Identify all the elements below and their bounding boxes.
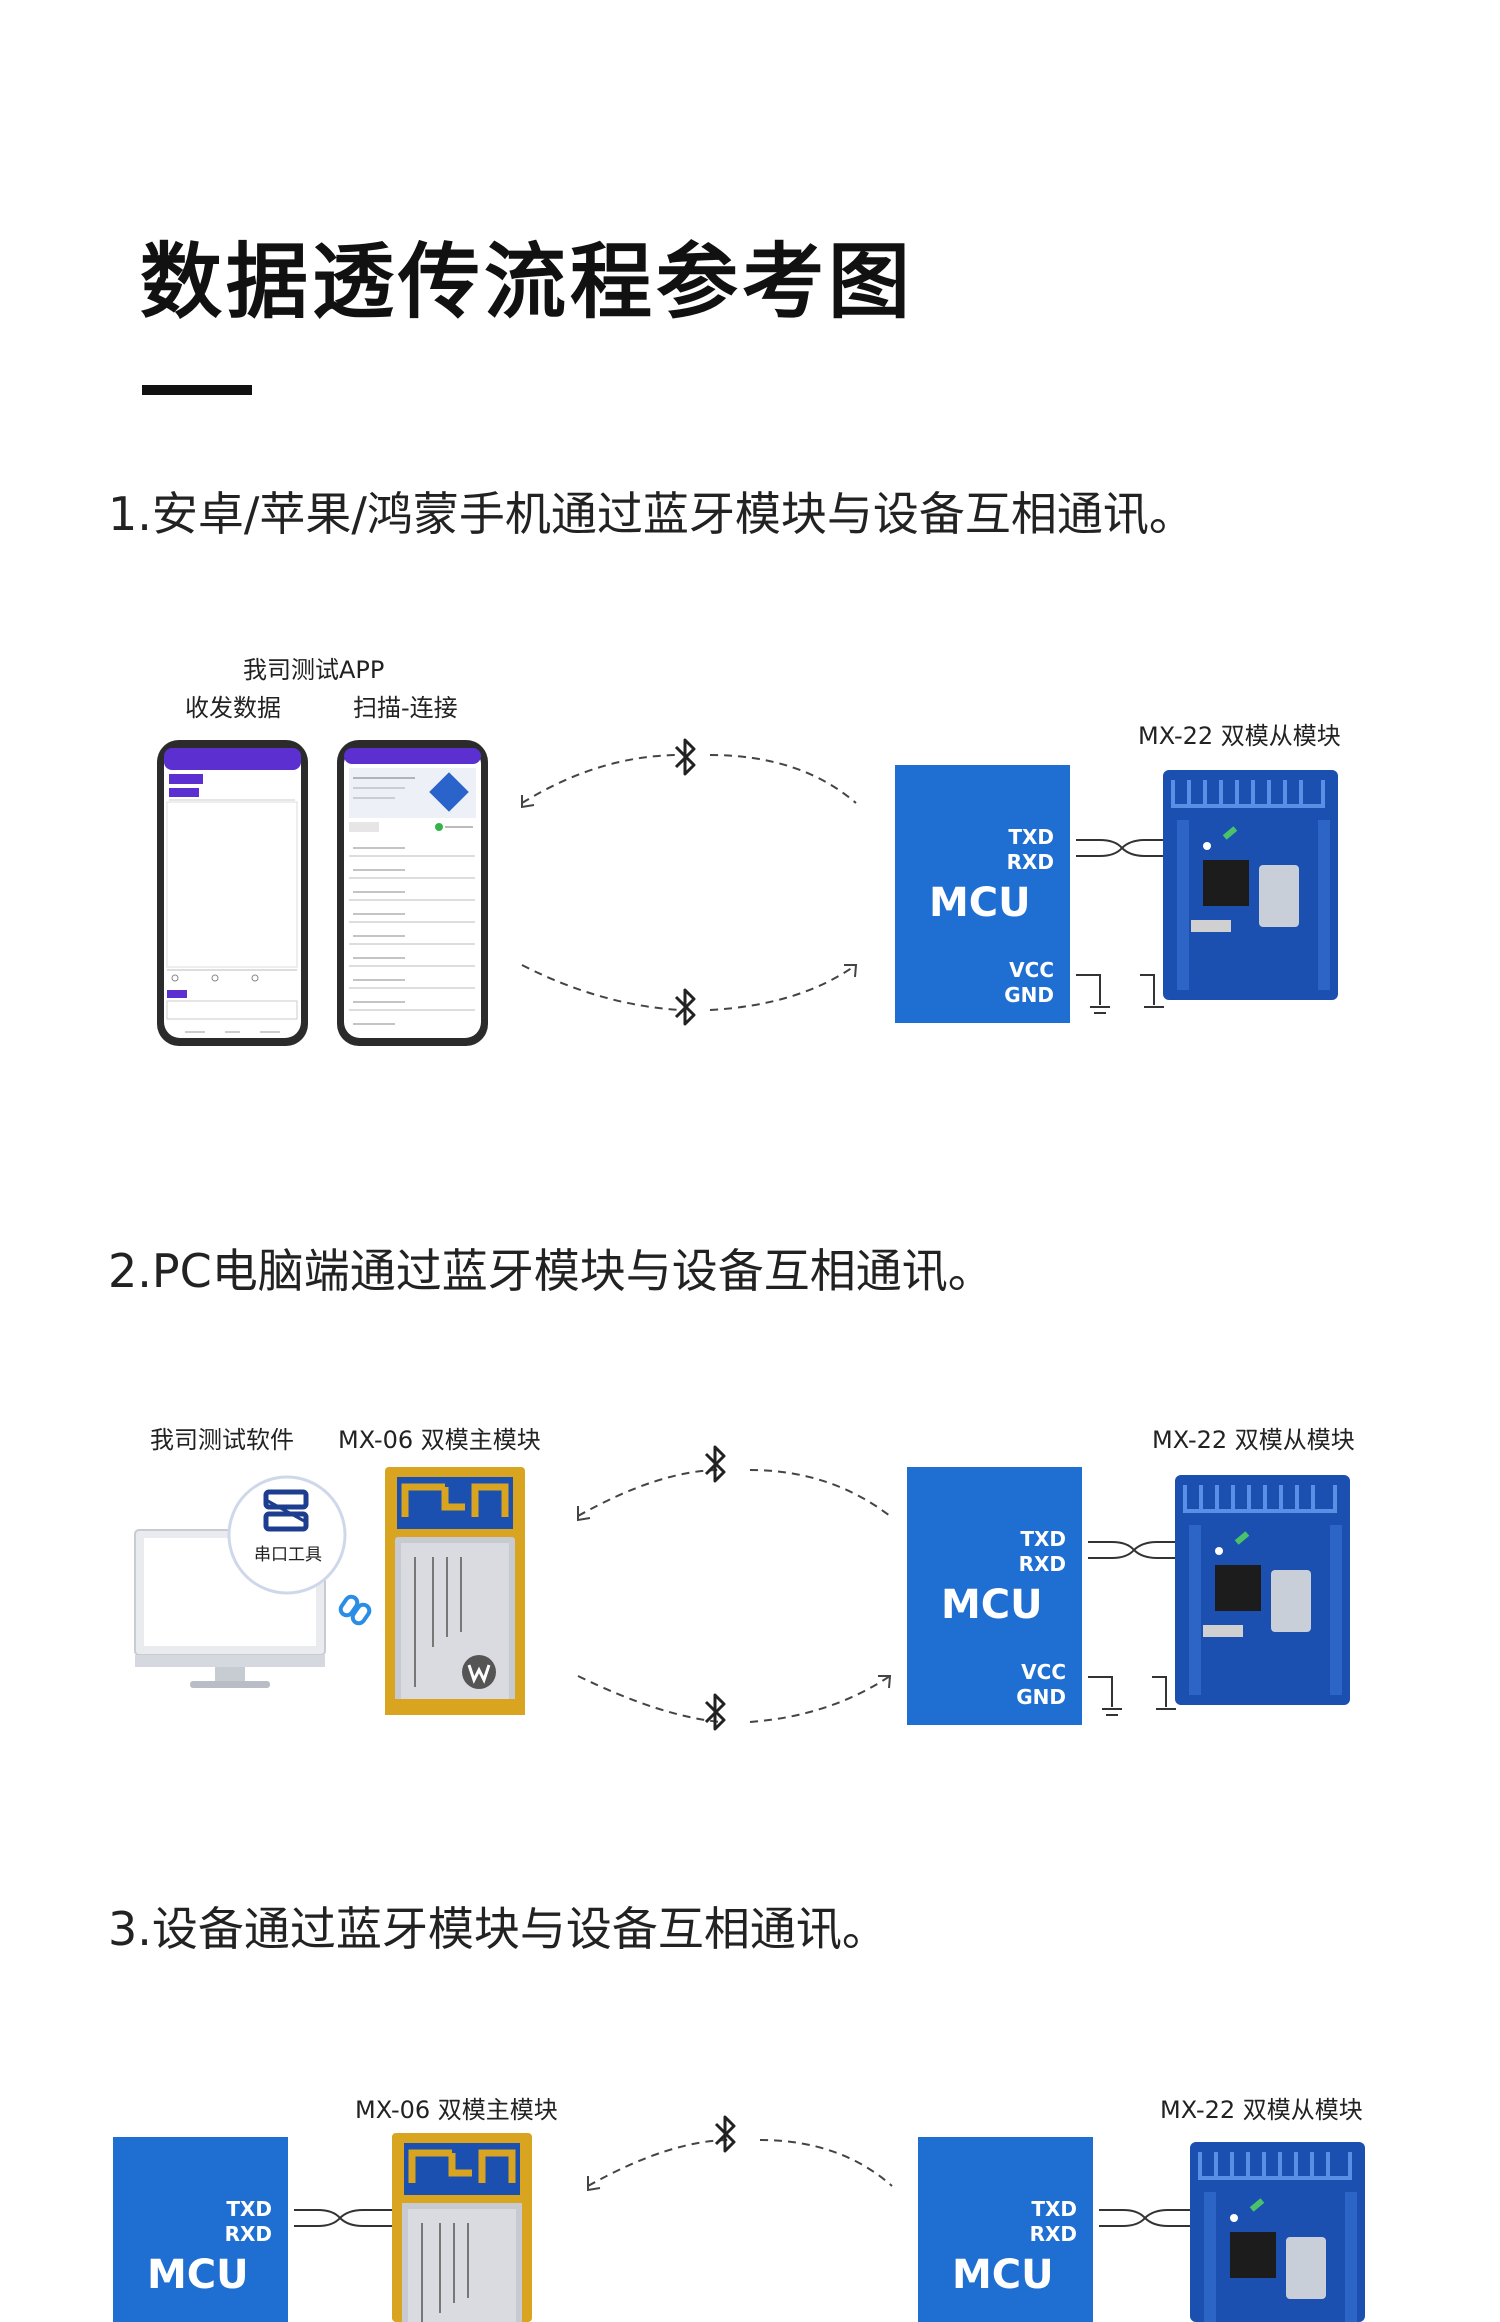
phone-left-label: 收发数据	[185, 694, 281, 722]
mx22-slave-module	[1163, 770, 1338, 1000]
serial-tool-icon	[227, 1475, 347, 1595]
rxd-pin-label: RXD	[1018, 1552, 1066, 1576]
slave-module-label: MX-22 双模从模块	[1160, 2096, 1363, 2124]
uart-wires-3-left	[294, 2209, 393, 2227]
bluetooth-icon	[674, 988, 696, 1026]
link-icon	[338, 1594, 372, 1626]
mcu-board-left: TXD RXD MCU	[113, 2137, 288, 2322]
mcu-board: TXD RXD MCU VCC GND	[895, 765, 1070, 1023]
vcc-pin-label: VCC	[1009, 958, 1054, 982]
bluetooth-link-arcs-1	[521, 754, 858, 1011]
mcu-label: MCU	[952, 2252, 1054, 2298]
txd-pin-label: TXD	[1031, 2197, 1077, 2221]
serial-tool-label: 串口工具	[254, 1545, 322, 1565]
mx06-master-module	[392, 2133, 532, 2322]
page-title: 数据透传流程参考图	[140, 235, 915, 330]
rxd-pin-label: RXD	[1006, 850, 1054, 874]
master-module-label: MX-06 双模主模块	[338, 1426, 541, 1454]
phone-scan-screen	[337, 740, 488, 1046]
uart-wires-3-right	[1099, 2209, 1198, 2227]
bluetooth-link-arcs-2	[577, 1469, 892, 1723]
app-label: 我司测试APP	[243, 656, 385, 684]
slave-module-label: MX-22 双模从模块	[1138, 722, 1341, 750]
txd-pin-label: TXD	[1020, 1527, 1066, 1551]
mx22-slave-module	[1175, 1475, 1350, 1705]
section-2-heading: 2.PC电脑端通过蓝牙模块与设备互相通讯。	[108, 1244, 994, 1298]
phone-right-label: 扫描-连接	[353, 694, 458, 722]
rxd-pin-label: RXD	[1029, 2222, 1077, 2246]
gnd-pin-label: GND	[1004, 983, 1054, 1007]
slave-module-label: MX-22 双模从模块	[1152, 1426, 1355, 1454]
gnd-pin-label: GND	[1016, 1685, 1066, 1709]
software-label: 我司测试软件	[150, 1426, 294, 1454]
vcc-pin-label: VCC	[1021, 1660, 1066, 1684]
bluetooth-icon	[704, 1693, 726, 1731]
title-underline	[142, 385, 252, 395]
bluetooth-icon	[704, 1445, 726, 1483]
uart-wires-2	[1088, 1541, 1187, 1716]
uart-wires-1	[1076, 839, 1175, 1014]
txd-pin-label: TXD	[226, 2197, 272, 2221]
rxd-pin-label: RXD	[224, 2222, 272, 2246]
bluetooth-icon	[714, 2115, 736, 2153]
bluetooth-icon	[674, 738, 696, 776]
section-3-heading: 3.设备通过蓝牙模块与设备互相通讯。	[108, 1902, 888, 1956]
section-1-heading: 1.安卓/苹果/鸿蒙手机通过蓝牙模块与设备互相通讯。	[108, 487, 1195, 541]
phone-data-screen	[157, 740, 308, 1046]
mcu-label: MCU	[941, 1582, 1043, 1628]
txd-pin-label: TXD	[1008, 825, 1054, 849]
mcu-board-right: TXD RXD MCU	[918, 2137, 1093, 2322]
bluetooth-link-arc-3	[587, 2139, 893, 2192]
mx22-slave-module	[1190, 2142, 1365, 2322]
mcu-board: TXD RXD MCU VCC GND	[907, 1467, 1082, 1725]
mx06-master-module	[385, 1467, 525, 1715]
master-module-label: MX-06 双模主模块	[355, 2096, 558, 2124]
mcu-label: MCU	[929, 880, 1031, 926]
mcu-label: MCU	[147, 2252, 249, 2298]
